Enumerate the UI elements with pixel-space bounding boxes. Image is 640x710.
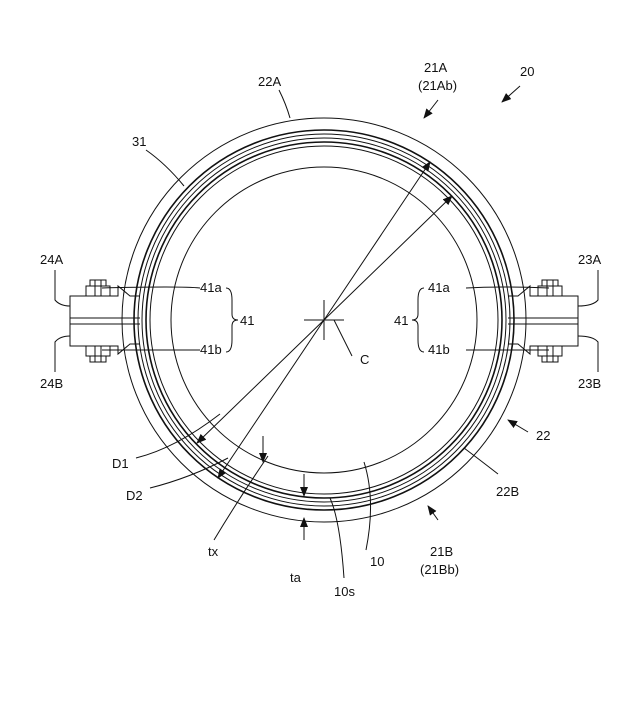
label-21Ab: (21Ab) — [418, 78, 457, 93]
label-41-left: 41 — [240, 313, 254, 328]
label-41-right: 41 — [394, 313, 408, 328]
label-21B: 21B — [430, 544, 453, 559]
diameter-d1-line-b — [197, 320, 324, 443]
brace-left — [226, 288, 238, 352]
label-23B: 23B — [578, 376, 601, 391]
label-C: C — [360, 352, 369, 367]
label-41a-left: 41a — [200, 280, 222, 295]
diameter-d2-line-b — [218, 320, 324, 478]
label-20: 20 — [520, 64, 534, 79]
label-24A: 24A — [40, 252, 63, 267]
label-24B: 24B — [40, 376, 63, 391]
label-D2: D2 — [126, 488, 143, 503]
label-ta: ta — [290, 570, 302, 585]
label-tx: tx — [208, 544, 219, 559]
label-22A: 22A — [258, 74, 281, 89]
label-D1: D1 — [112, 456, 129, 471]
pointer-21B — [428, 506, 438, 520]
diameter-d1-line — [324, 196, 452, 320]
label-23A: 23A — [578, 252, 601, 267]
label-10: 10 — [370, 554, 384, 569]
label-22B: 22B — [496, 484, 519, 499]
label-22: 22 — [536, 428, 550, 443]
brace-right — [412, 288, 424, 352]
leader-lines — [55, 90, 598, 578]
pointer-21A — [424, 100, 438, 118]
label-10s: 10s — [334, 584, 355, 599]
pointer-22 — [508, 420, 528, 432]
label-41b-right: 41b — [428, 342, 450, 357]
pointer-20 — [502, 86, 520, 102]
label-21Bb: (21Bb) — [420, 562, 459, 577]
label-41a-right: 41a — [428, 280, 450, 295]
diameter-d2-line — [324, 162, 430, 320]
label-31: 31 — [132, 134, 146, 149]
label-41b-left: 41b — [200, 342, 222, 357]
label-21A: 21A — [424, 60, 447, 75]
